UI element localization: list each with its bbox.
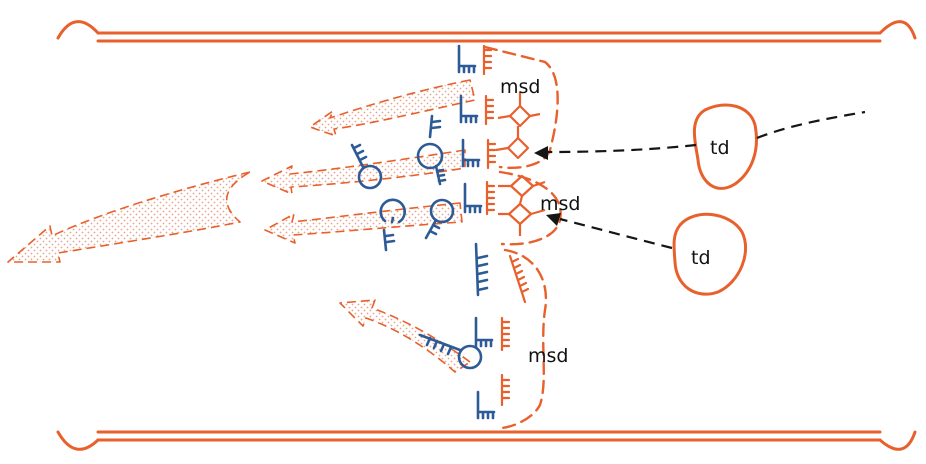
ligand-lower-right bbox=[424, 198, 455, 240]
top-plate bbox=[56, 20, 917, 43]
blue-receptors bbox=[457, 44, 496, 420]
td-blob-bottom bbox=[672, 212, 748, 296]
blue-ligands bbox=[350, 114, 483, 370]
blue-comb-5 bbox=[474, 242, 489, 297]
flow-arrow-3 bbox=[264, 202, 463, 244]
orange-comb-6 bbox=[500, 316, 511, 352]
bottom-plate bbox=[56, 430, 917, 451]
td-blob-top bbox=[692, 103, 758, 190]
flow-arrow-2 bbox=[261, 149, 466, 195]
msd-membrane-lower bbox=[498, 248, 548, 430]
blue-comb-2 bbox=[459, 94, 479, 124]
blue-comb-7 bbox=[476, 390, 496, 420]
ligand-upper-right bbox=[416, 114, 447, 186]
blue-comb-1 bbox=[457, 44, 477, 74]
orange-comb-3 bbox=[486, 138, 497, 170]
arrowhead-top bbox=[534, 146, 548, 160]
orange-comb-1 bbox=[482, 44, 493, 76]
blue-comb-4 bbox=[463, 182, 483, 214]
pointer-arrows bbox=[547, 110, 866, 250]
top-plate-left-curl bbox=[56, 20, 100, 40]
diamond-complex-top-1 bbox=[508, 104, 532, 128]
pointer-line-top-left bbox=[547, 143, 697, 154]
flow-arrow-4 bbox=[339, 299, 471, 373]
bottom-plate-left-curl bbox=[56, 430, 100, 451]
ligand-lower-left bbox=[379, 198, 406, 252]
orange-comb-2 bbox=[484, 94, 495, 126]
flow-arrows bbox=[7, 79, 476, 373]
diamond-complexes bbox=[495, 92, 546, 236]
label-msd-top: msd bbox=[500, 76, 540, 98]
ligand-upper-left bbox=[350, 143, 383, 190]
flow-arrow-1 bbox=[309, 79, 476, 137]
td-cells bbox=[672, 103, 758, 296]
bottom-plate-right-curl bbox=[878, 430, 917, 451]
msd-membranes bbox=[483, 45, 562, 430]
top-plate-right-curl bbox=[878, 20, 917, 40]
orange-comb-7 bbox=[500, 373, 511, 407]
label-td-top: td bbox=[710, 137, 730, 159]
blue-comb-3 bbox=[461, 138, 481, 168]
flow-arrow-large bbox=[7, 171, 251, 263]
pointer-arrowheads bbox=[534, 146, 561, 226]
orange-comb-5 bbox=[508, 254, 530, 304]
orange-receptors bbox=[482, 44, 530, 407]
arrowhead-bottom bbox=[546, 213, 561, 226]
label-msd-middle: msd bbox=[540, 193, 580, 215]
diamond-complex-mid-2 bbox=[507, 202, 533, 226]
label-msd-bottom: msd bbox=[528, 345, 568, 367]
orange-comb-4 bbox=[485, 180, 496, 216]
blue-comb-6 bbox=[474, 316, 494, 348]
diamond-complex-top-stem bbox=[495, 92, 541, 152]
pointer-line-top-right bbox=[756, 110, 866, 140]
label-td-bottom: td bbox=[691, 247, 711, 269]
diamond-complex-top-2 bbox=[506, 136, 530, 160]
diamond-complex-mid-stem bbox=[498, 180, 546, 236]
pointer-line-bottom bbox=[559, 217, 673, 250]
ligand-bottom bbox=[418, 333, 483, 370]
